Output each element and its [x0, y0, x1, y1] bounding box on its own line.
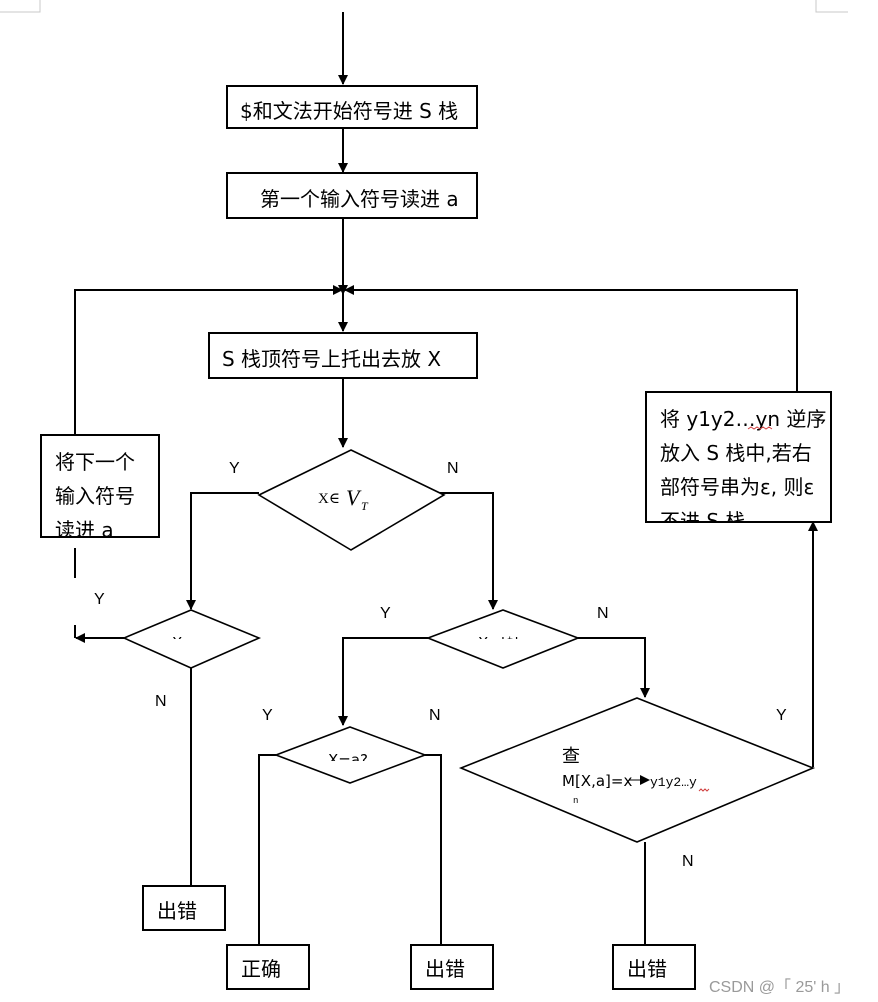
loop-left-line: [74, 285, 343, 435]
decision-x-eq-a: X=a: [121, 609, 262, 669]
decision-x-eq-a2-label: X=a?: [328, 751, 368, 769]
decision-lookup-line-2c: n: [573, 796, 578, 806]
correct-box: 正确: [226, 944, 310, 990]
push-reverse-line-2: 放入 S 栈中,若右: [660, 441, 812, 465]
decision-x-eq-a2: X=a?: [273, 726, 428, 784]
edge-label-n4: N: [429, 707, 441, 724]
decision-in-vt-symbol: V: [346, 485, 362, 510]
read-next-line-3: 读进 a: [55, 518, 114, 542]
error-mid-label: 出错: [425, 957, 465, 981]
read-first-label: 第一个输入符号读进 a: [260, 187, 459, 211]
decision-lookup: 查 M[X,a]=x y1y2…y n: [458, 697, 816, 843]
branch-y-x-eq-dollar: [338, 637, 428, 726]
read-next-box: 将下一个 输入符号 读进 a: [40, 434, 160, 542]
watermark-text: CSDN @「 25' h 」: [709, 978, 850, 996]
edge-label-y3: Y: [380, 605, 391, 622]
branch-y-in-vt: [186, 492, 259, 610]
decision-x-eq-dollar: X='$': [425, 609, 581, 669]
page-corner-mark-left: [0, 0, 41, 13]
branch-y-x-eq-a2: [258, 754, 276, 944]
correct-label: 正确: [241, 957, 281, 981]
push-reverse-line-3: 部符号串为ε, 则ε: [660, 475, 814, 499]
error-mid-box: 出错: [410, 944, 494, 990]
error-left-box: 出错: [142, 885, 226, 931]
pop-top-label: S 栈顶符号上托出去放 X: [222, 347, 441, 371]
spellcheck-underline-2: [698, 788, 710, 792]
decision-in-vt-sub: T: [361, 499, 369, 513]
push-reverse-line-4: 不进 S 栈: [660, 509, 745, 533]
read-next-line-1: 将下一个: [55, 450, 135, 474]
edge-label-y4: Y: [262, 707, 273, 724]
read-first-box: 第一个输入符号读进 a: [226, 172, 478, 219]
push-start-box: $和文法开始符号进 S 栈: [226, 85, 478, 129]
edge-label-n3: N: [597, 605, 609, 622]
error-left-label: 出错: [157, 899, 197, 923]
edge-label-y2: Y: [94, 591, 105, 608]
edge-label-n5: N: [682, 853, 694, 870]
decision-x-eq-dollar-label: X='$': [478, 634, 519, 652]
decision-x-eq-a-label: X=a: [172, 634, 204, 652]
decision-lookup-line-2b: y1y2…y: [650, 775, 697, 790]
branch-n-in-vt: [428, 492, 498, 610]
decision-in-vt: X∈ V T: [257, 449, 446, 551]
edge-label-y1: Y: [229, 460, 240, 477]
error-right-box: 出错: [612, 944, 696, 990]
pop-top-box: S 栈顶符号上托出去放 X: [208, 332, 478, 379]
page-corner-mark-right: [815, 0, 848, 13]
push-reverse-line-1: 将 y1y2…yn 逆序: [660, 407, 826, 431]
loop-right-line: [344, 285, 798, 392]
edge-label-y5: Y: [776, 707, 787, 724]
push-start-label: $和文法开始符号进 S 栈: [240, 99, 458, 123]
decision-lookup-line-1: 查: [562, 746, 580, 767]
edge-label-n1: N: [447, 460, 459, 477]
read-next-line-2: 输入符号: [55, 484, 135, 508]
edge-label-n2: N: [155, 693, 167, 710]
branch-n-x-eq-dollar: [578, 637, 650, 698]
spellcheck-underline-1: [747, 426, 773, 430]
decision-lookup-line-2a: M[X,a]=x: [562, 772, 632, 790]
error-right-label: 出错: [627, 957, 667, 981]
push-reverse-box: 将 y1y2…yn 逆序 放入 S 栈中,若右 部符号串为ε, 则ε 不进 S …: [645, 391, 832, 533]
branch-n-x-eq-a2: [425, 754, 442, 944]
decision-in-vt-prefix: X∈: [318, 491, 340, 507]
